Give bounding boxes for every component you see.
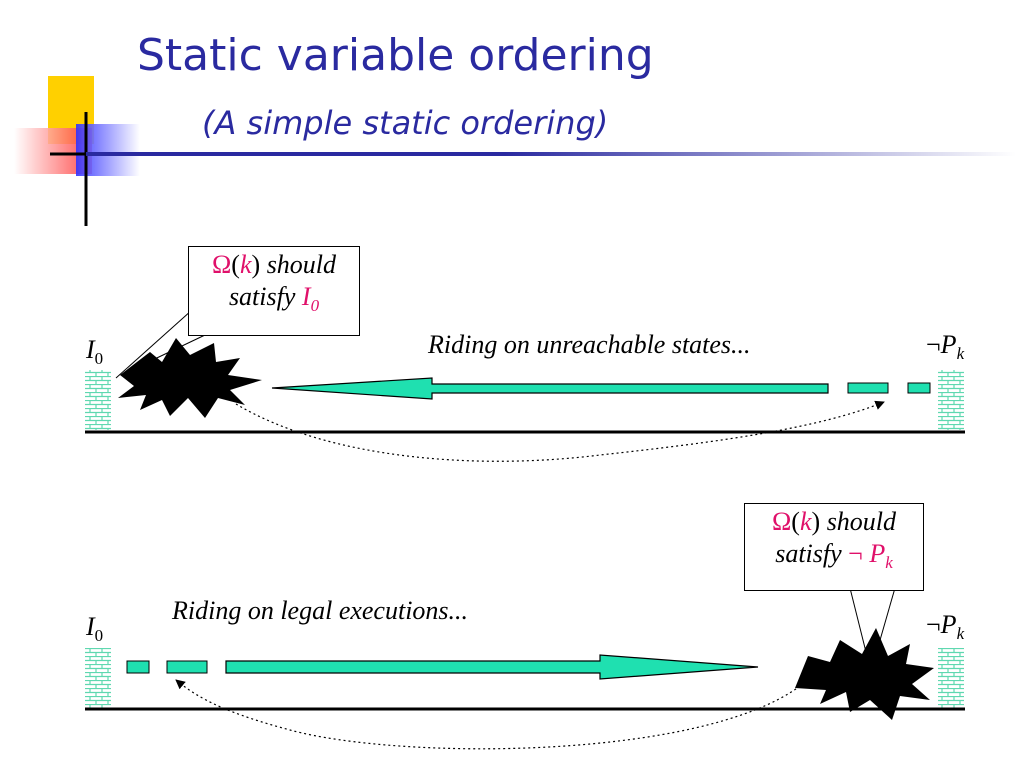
paren-open: ( xyxy=(231,250,240,279)
slide-logo xyxy=(14,76,140,226)
bottom-left-wall xyxy=(85,648,111,708)
not-symbol: ¬ xyxy=(926,610,941,639)
satisfy-word: satisfy xyxy=(228,282,296,311)
slide-subtitle: (A simple static ordering) xyxy=(202,104,609,142)
top-explosion-shape xyxy=(118,338,262,418)
bottom-right-wall xyxy=(938,648,964,708)
bottom-explosion-shape xyxy=(795,628,934,720)
top-right-wall xyxy=(938,370,964,430)
p-letter: P xyxy=(869,539,886,568)
bottom-callout-box: Ω(k) should satisfy ¬ Pk xyxy=(744,503,924,591)
bottom-callout-line-1: Ω(k) should xyxy=(749,506,919,538)
omega-symbol: Ω xyxy=(211,250,232,279)
top-callout-box: Ω(k) should satisfy I0 xyxy=(188,246,360,336)
k-symbol: k xyxy=(799,507,812,536)
top-callout-pointer-a xyxy=(115,309,193,379)
top-caption: Riding on unreachable states... xyxy=(428,330,751,359)
top-not-pk-label: ¬Pk xyxy=(926,330,964,364)
i-letter: I xyxy=(86,612,95,641)
zero-subscript: 0 xyxy=(310,296,320,316)
top-dash-2 xyxy=(907,382,931,394)
bottom-callout-pointer-b xyxy=(871,587,896,669)
not-symbol: ¬ xyxy=(926,330,941,359)
bottom-dotted-curve xyxy=(175,679,801,750)
bottom-caption: Riding on legal executions... xyxy=(172,596,469,625)
should-word: should xyxy=(266,250,337,279)
p-letter: P xyxy=(940,330,957,359)
top-arrow-left xyxy=(271,377,829,400)
i0-symbol: I0 xyxy=(301,282,319,315)
p-letter: P xyxy=(940,610,957,639)
bottom-dash-2 xyxy=(166,660,208,674)
top-dash-1 xyxy=(847,382,889,394)
omega-symbol: Ω xyxy=(771,507,792,536)
k-subscript: k xyxy=(956,344,965,364)
top-callout-line-2: satisfy I0 xyxy=(193,281,355,322)
bottom-callout-pointer-a xyxy=(849,587,871,669)
bottom-dash-1 xyxy=(126,660,150,674)
bottom-not-pk-label: ¬Pk xyxy=(926,610,964,644)
top-callout-pointer-b xyxy=(139,334,206,367)
pk-symbol: Pk xyxy=(869,539,892,572)
top-dotted-curve xyxy=(235,400,885,462)
bottom-i0-label: I0 xyxy=(86,612,103,646)
k-subscript: k xyxy=(956,624,965,644)
top-i0-label: I0 xyxy=(86,335,103,369)
i-letter: I xyxy=(301,282,311,311)
satisfy-word: satisfy xyxy=(775,539,842,568)
paren-close: ) xyxy=(251,250,261,279)
bottom-callout-line-2: satisfy ¬ Pk xyxy=(749,538,919,579)
top-callout-line-1: Ω(k) should xyxy=(193,249,355,281)
k-subscript: k xyxy=(885,553,893,573)
bottom-panel xyxy=(85,587,965,750)
k-symbol: k xyxy=(239,250,252,279)
zero-subscript: 0 xyxy=(94,349,104,369)
bottom-arrow-right xyxy=(225,654,759,680)
zero-subscript: 0 xyxy=(94,626,104,646)
top-panel xyxy=(85,309,965,462)
paren-open: ( xyxy=(791,507,800,536)
slide-title: Static variable ordering xyxy=(137,30,654,81)
not-symbol: ¬ xyxy=(848,539,863,568)
should-word: should xyxy=(826,507,897,536)
top-left-wall xyxy=(85,370,111,430)
title-rule xyxy=(86,152,1016,156)
paren-close: ) xyxy=(811,507,821,536)
i-letter: I xyxy=(86,335,95,364)
